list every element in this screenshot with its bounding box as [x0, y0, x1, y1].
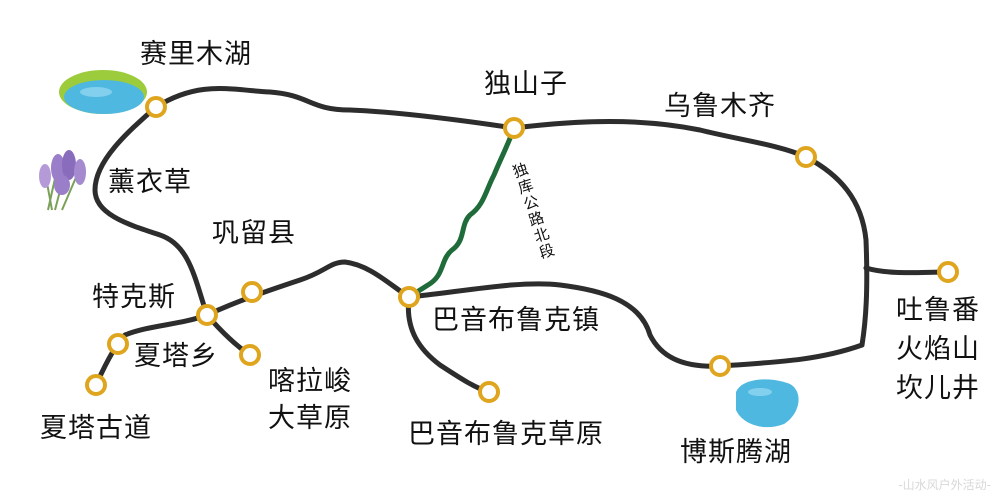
stop-kalajun	[239, 344, 261, 366]
watermark: -山水风户外活动-	[898, 478, 991, 492]
stop-xiata-town	[107, 333, 129, 355]
label-sailimu: 赛里木湖	[140, 39, 252, 70]
stop-urumqi	[795, 146, 817, 168]
label-kalajun-2: 大草原	[268, 403, 352, 434]
duku-highway-north	[406, 125, 517, 300]
stop-turpan	[937, 261, 959, 283]
stop-tekesi	[196, 304, 218, 326]
label-lavender: 薰衣草	[108, 167, 192, 198]
label-turpan-3: 坎儿井	[896, 373, 980, 404]
stop-dushanzi	[503, 117, 525, 139]
route-tekesi-bayinbuluke	[204, 259, 412, 318]
stop-bayinbuluke-town	[398, 286, 420, 308]
label-xiata-town: 夏塔乡	[134, 341, 218, 372]
label-bosten: 博斯腾湖	[680, 437, 792, 468]
label-bayinbuluke-grassland: 巴音布鲁克草原	[408, 419, 604, 450]
stops	[85, 96, 959, 403]
route-tekesi-xiata	[93, 312, 210, 388]
label-turpan-2: 火焰山	[896, 334, 980, 365]
lavender-icon	[39, 150, 86, 211]
route-sailimu-tekesi	[92, 104, 210, 318]
label-urumqi: 乌鲁木齐	[664, 91, 776, 122]
stop-gongliu	[241, 281, 263, 303]
label-tekesi: 特克斯	[92, 282, 176, 313]
route-bosten-loop	[406, 281, 865, 369]
stop-bosten	[709, 355, 731, 377]
route-turpan-branch	[863, 265, 951, 276]
label-turpan-1: 吐鲁番	[896, 295, 980, 326]
stop-bayinbuluke-grassland	[478, 381, 500, 403]
stop-xiata-road	[85, 374, 107, 396]
bosten-lake-icon	[736, 379, 799, 428]
route-bayinbuluke-grassland	[405, 294, 492, 395]
label-gongliu: 巩留县	[212, 218, 296, 249]
label-bayinbuluke-town: 巴音布鲁克镇	[432, 305, 600, 336]
label-kalajun-1: 喀拉峻	[268, 366, 352, 397]
label-dushanzi: 独山子	[484, 69, 568, 100]
sailimu-lake-icon	[59, 70, 147, 114]
label-xiata-road: 夏塔古道	[40, 413, 152, 444]
stop-sailimu	[145, 96, 167, 118]
route-sailimu-dushanzi	[153, 86, 517, 131]
